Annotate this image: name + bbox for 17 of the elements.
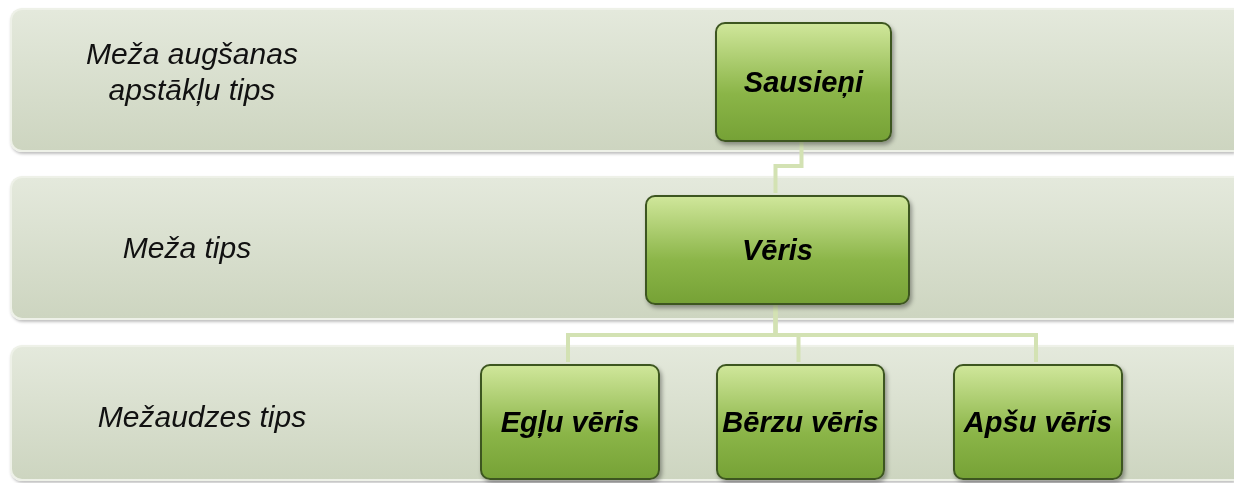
node-label: Vēris <box>742 232 813 268</box>
row-label: Meža tips <box>121 230 253 266</box>
node-box <box>716 364 885 480</box>
row-label: Mežaudzes tips <box>96 399 308 435</box>
connector-line <box>773 140 804 193</box>
node-label: Egļu vēris <box>500 404 640 440</box>
node-label: Bērzu vēris <box>722 404 879 440</box>
row-label: Meža augšanas apstākļu tips <box>85 36 299 108</box>
node-label: Apšu vēris <box>963 404 1113 440</box>
row-band <box>10 176 1234 320</box>
row-band <box>10 345 1234 481</box>
node-box <box>480 364 660 480</box>
node-box <box>715 22 892 142</box>
node-box <box>953 364 1123 480</box>
node-label: Sausieņi <box>743 64 864 100</box>
row-band <box>10 8 1234 152</box>
node-box <box>645 195 910 305</box>
